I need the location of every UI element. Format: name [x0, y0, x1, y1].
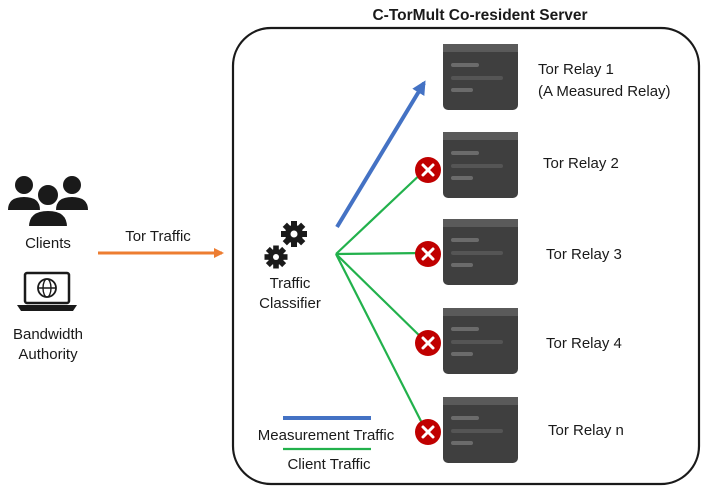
bandwidth-authority-label-line1: Bandwidth [13, 326, 83, 343]
blocked-icon [415, 241, 441, 267]
clients-label: Clients [25, 235, 71, 252]
laptop-globe-icon [17, 271, 77, 311]
client-line-relay-n [335, 253, 427, 432]
legend-client-label: Client Traffic [287, 456, 371, 473]
relay-1-sublabel: (A Measured Relay) [538, 83, 671, 100]
relay-n-label: Tor Relay n [548, 422, 624, 439]
tor-traffic-label: Tor Traffic [125, 228, 191, 245]
blocked-icon [415, 330, 441, 356]
relay-4-label: Tor Relay 4 [546, 335, 622, 352]
client-line-relay-4 [335, 253, 427, 343]
legend: Measurement Traffic Client Traffic [258, 416, 395, 473]
blocked-icon [415, 419, 441, 445]
classifier-label-line1: Traffic [270, 275, 311, 292]
server-title: C-TorMult Co-resident Server [372, 7, 587, 24]
relay-1 [443, 44, 518, 110]
client-line-relay-2 [335, 168, 427, 255]
bandwidth-authority-label-line2: Authority [18, 346, 78, 363]
relay-n [443, 397, 518, 463]
classifier-label-line2: Classifier [259, 295, 321, 312]
people-group-icon [8, 176, 88, 228]
relay-4 [443, 308, 518, 374]
relay-3 [443, 219, 518, 285]
legend-measurement-label: Measurement Traffic [258, 427, 395, 444]
relay-2 [443, 132, 518, 198]
blocked-icon [415, 157, 441, 183]
relay-3-label: Tor Relay 3 [546, 246, 622, 263]
gears-icon [264, 221, 307, 269]
relay-1-label: Tor Relay 1 [538, 61, 614, 78]
client-traffic-lines [335, 168, 427, 432]
measurement-traffic-arrow [335, 80, 426, 229]
relay-2-label: Tor Relay 2 [543, 155, 619, 172]
client-line-relay-3 [335, 251, 427, 256]
